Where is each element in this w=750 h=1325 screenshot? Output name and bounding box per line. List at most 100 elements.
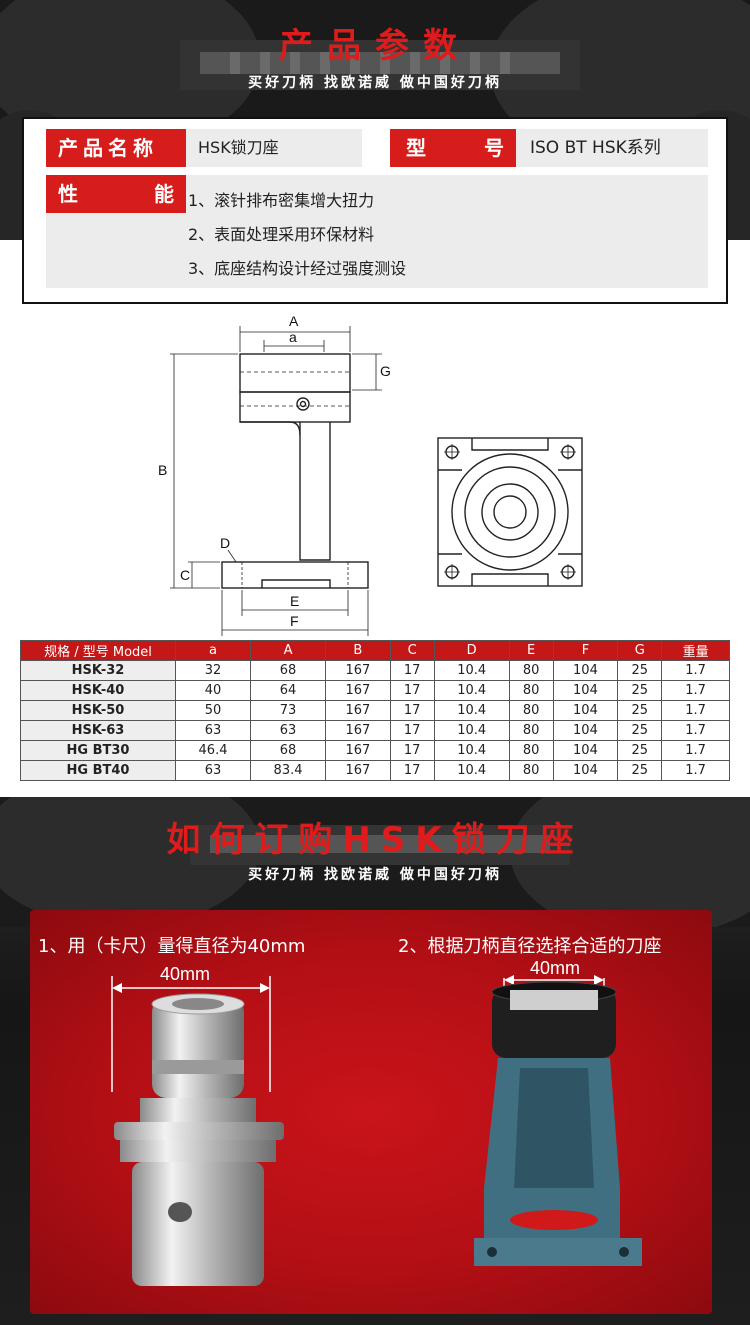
product-name-value: HSK锁刀座 [186, 129, 362, 167]
table-cell: 10.4 [433, 740, 510, 761]
dim-label-F: F [290, 613, 299, 629]
table-cell: 10.4 [433, 720, 510, 741]
table-cell: 25 [617, 740, 663, 761]
table-cell: 46.4 [174, 740, 252, 761]
table-cell: 17 [389, 700, 435, 721]
table-header-row: 规格 / 型号 Model a A B C D E F G 重量 [20, 640, 730, 661]
table-cell: 80 [508, 740, 554, 761]
column-header: F [552, 640, 619, 661]
feature-item: 3、底座结构设计经过强度测设 [188, 259, 407, 278]
table-cell: 63 [174, 720, 252, 741]
model-cell: HSK-63 [20, 720, 176, 741]
model-cell: HG BT30 [20, 740, 176, 761]
product-info-card: 产品名称 HSK锁刀座 型 号 ISO BT HSK系列 性 能 1、滚针排布密… [22, 117, 728, 304]
table-cell: 63 [174, 760, 252, 781]
table-cell: 80 [508, 720, 554, 741]
table-cell: 1.7 [661, 700, 730, 721]
performance-label-char-2: 能 [154, 182, 174, 206]
model-label-char-2: 号 [484, 136, 504, 160]
table-cell: 167 [325, 740, 391, 761]
column-header: a [174, 640, 252, 661]
feature-item: 1、滚针排布密集增大扭力 [188, 191, 375, 210]
dim-label-A: A [289, 313, 299, 329]
table-cell: 64 [250, 680, 327, 701]
table-cell: 17 [389, 720, 435, 741]
table-cell: 1.7 [661, 740, 730, 761]
table-cell: 167 [325, 680, 391, 701]
table-cell: 10.4 [433, 700, 510, 721]
seat-diameter-label: 40mm [530, 958, 580, 978]
table-cell: 80 [508, 660, 554, 681]
performance-area: 性 能 1、滚针排布密集增大扭力 2、表面处理采用环保材料 3、底座结构设计经过… [46, 175, 708, 288]
model-value: ISO BT HSK系列 [516, 129, 708, 167]
order-steps-panel: 1、用（卡尺）量得直径为40mm 2、根据刀柄直径选择合适的刀座 40mm [30, 910, 712, 1314]
dim-label-D: D [220, 535, 230, 551]
table-row: HG BT40 63 83.4 167 17 10.4 80 104 25 1.… [20, 760, 730, 781]
table-cell: 25 [617, 660, 663, 681]
table-cell: 167 [325, 760, 391, 781]
table-cell: 25 [617, 760, 663, 781]
dim-label-E: E [290, 593, 299, 609]
model-cell: HG BT40 [20, 760, 176, 781]
table-cell: 104 [552, 680, 619, 701]
table-row: HSK-50 50 73 167 17 10.4 80 104 25 1.7 [20, 700, 730, 721]
table-cell: 17 [389, 680, 435, 701]
technical-drawing: A a B C D E F G [158, 313, 583, 636]
dim-label-G: G [380, 363, 391, 379]
model-label-char-1: 型 [406, 136, 426, 160]
table-cell: 10.4 [433, 680, 510, 701]
table-row: HSK-40 40 64 167 17 10.4 80 104 25 1.7 [20, 680, 730, 701]
section-title: 产品参数 [279, 26, 471, 66]
step-2-text: 2、根据刀柄直径选择合适的刀座 [398, 936, 662, 957]
model-cell: HSK-50 [20, 700, 176, 721]
table-cell: 1.7 [661, 680, 730, 701]
table-cell: 63 [250, 720, 327, 741]
column-header: D [433, 640, 510, 661]
feature-item: 2、表面处理采用环保材料 [188, 225, 375, 244]
table-cell: 167 [325, 700, 391, 721]
order-section: 如何订购HSK锁刀座 买好刀柄 找欧诺威 做中国好刀柄 1、用（卡尺）量得直径为… [0, 797, 750, 1325]
section-title: 如何订购HSK锁刀座 [166, 820, 584, 860]
tool-holder-image: 40mm [111, 964, 284, 1286]
table-cell: 25 [617, 700, 663, 721]
table-cell: 80 [508, 700, 554, 721]
table-cell: 68 [250, 740, 327, 761]
performance-label: 性 能 [46, 175, 186, 213]
table-cell: 40 [174, 680, 252, 701]
table-cell: 73 [250, 700, 327, 721]
section-subtitle: 买好刀柄 找欧诺威 做中国好刀柄 [248, 75, 502, 91]
column-header: C [389, 640, 435, 661]
table-cell: 50 [174, 700, 252, 721]
dim-label-a: a [289, 329, 297, 345]
spec-table: 规格 / 型号 Model a A B C D E F G 重量 HSK-32 … [20, 640, 730, 781]
table-cell: 10.4 [433, 760, 510, 781]
table-cell: 1.7 [661, 760, 730, 781]
table-cell: 104 [552, 760, 619, 781]
column-header: 规格 / 型号 Model [20, 640, 176, 661]
table-cell: 104 [552, 740, 619, 761]
column-header: E [508, 640, 554, 661]
model-cell: HSK-32 [20, 660, 176, 681]
table-row: HSK-32 32 68 167 17 10.4 80 104 25 1.7 [20, 660, 730, 681]
section-subtitle: 买好刀柄 找欧诺威 做中国好刀柄 [248, 867, 502, 883]
table-cell: 167 [325, 660, 391, 681]
table-cell: 10.4 [433, 660, 510, 681]
performance-label-char-1: 性 [58, 182, 78, 206]
product-name-label: 产品名称 [46, 129, 186, 167]
lock-seat-image: 40mm [474, 958, 642, 1266]
column-header: G [617, 640, 663, 661]
table-row: HG BT30 46.4 68 167 17 10.4 80 104 25 1.… [20, 740, 730, 761]
table-cell: 80 [508, 760, 554, 781]
table-cell: 80 [508, 680, 554, 701]
column-header: B [325, 640, 391, 661]
table-cell: 83.4 [250, 760, 327, 781]
column-header: A [250, 640, 327, 661]
dim-label-C: C [180, 567, 190, 583]
table-cell: 104 [552, 700, 619, 721]
table-cell: 25 [617, 680, 663, 701]
table-cell: 17 [389, 760, 435, 781]
table-cell: 1.7 [661, 720, 730, 741]
model-label: 型 号 [390, 129, 516, 167]
table-cell: 104 [552, 720, 619, 741]
